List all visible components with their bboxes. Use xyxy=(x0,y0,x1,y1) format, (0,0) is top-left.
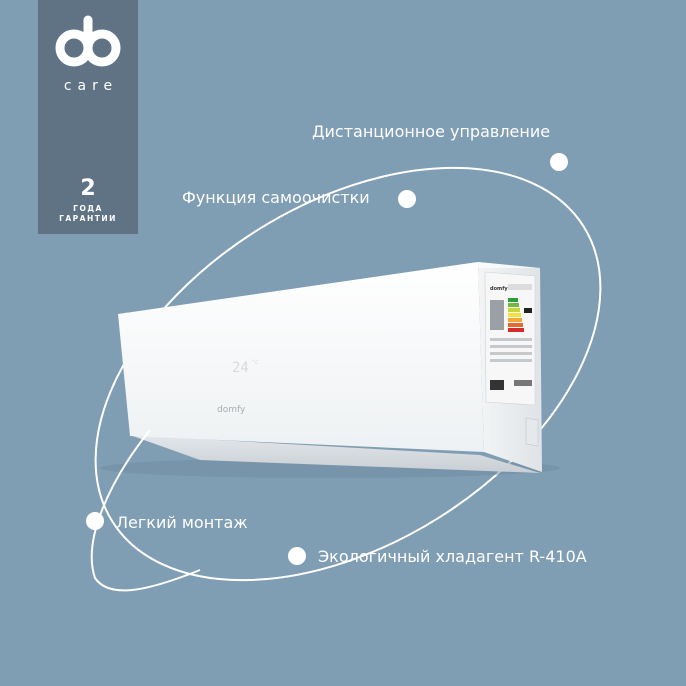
brand-sub-label: care xyxy=(63,78,119,94)
warranty-years: 2 xyxy=(80,176,96,201)
warranty-label-line2: ГАРАНТИИ xyxy=(59,214,117,223)
ac-front-logo: domfy xyxy=(217,405,246,415)
brand-logo-icon xyxy=(55,15,121,67)
feature-dot-remote xyxy=(550,153,568,171)
feature-self-cleaning: Функция самоочистки xyxy=(182,188,370,207)
warranty-label-line1: ГОДА xyxy=(73,204,103,213)
orbit-ring-back xyxy=(94,166,602,582)
warranty-badge: care 2 ГОДА ГАРАНТИИ xyxy=(38,0,138,234)
feature-eco-refrigerant: Экологичный хладагент R-410A xyxy=(318,547,587,566)
feature-remote-control: Дистанционное управление xyxy=(312,122,551,141)
warranty-label: ГОДА ГАРАНТИИ xyxy=(38,204,138,224)
ac-side-logo: domfy xyxy=(490,286,508,292)
ac-display-temp: 24 xyxy=(232,360,249,376)
ac-bottom-panel xyxy=(130,435,540,473)
feature-dot-install xyxy=(86,512,104,530)
ac-front-panel xyxy=(118,262,484,452)
feature-dot-selfclean xyxy=(398,190,416,208)
orbit-ring-front xyxy=(90,429,201,592)
feature-dot-refrigerant xyxy=(288,547,306,565)
svg-text:°c: °c xyxy=(252,359,258,366)
feature-easy-install: Легкий монтаж xyxy=(116,513,248,532)
energy-label-sticker: domfy xyxy=(484,271,536,406)
air-conditioner: 24 °c domfy domfy xyxy=(100,262,560,478)
